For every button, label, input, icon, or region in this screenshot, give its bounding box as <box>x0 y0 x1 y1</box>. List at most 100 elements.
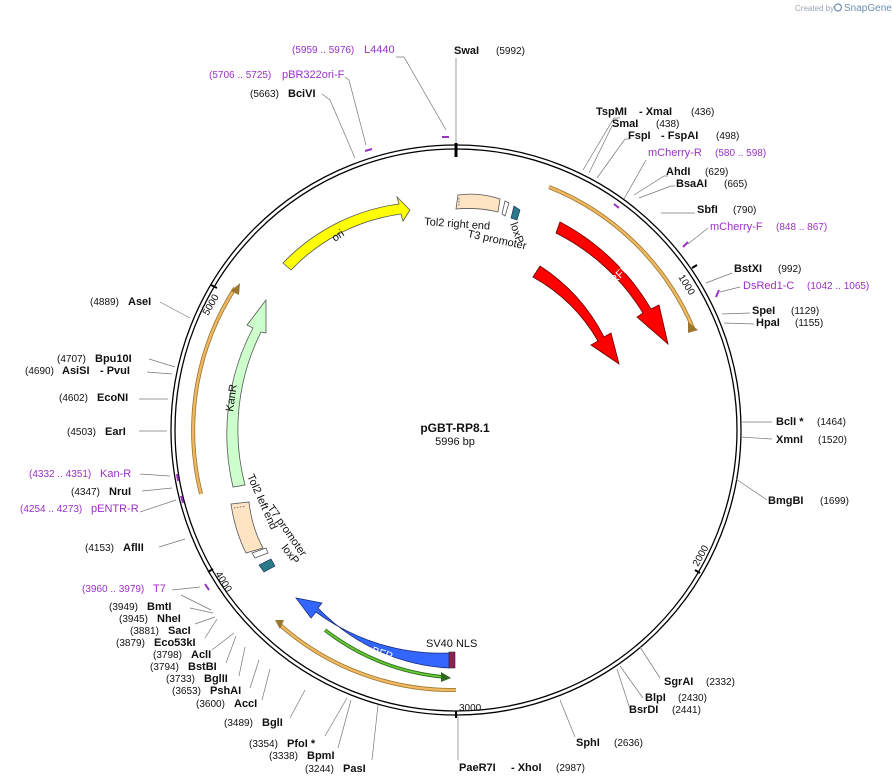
enzyme-swai[interactable]: SwaI (5992) <box>454 45 525 57</box>
svg-text:1000: 1000 <box>675 273 696 298</box>
svg-text:HpaI: HpaI <box>756 317 780 329</box>
enzyme-acci[interactable]: (3600) AccI <box>196 698 257 710</box>
svg-text:(992): (992) <box>778 264 801 275</box>
primer-dsred1-c[interactable]: DsRed1-C (1042 .. 1065) <box>715 280 869 298</box>
svg-text:(4254 .. 4273): (4254 .. 4273) <box>20 504 82 515</box>
svg-text:BmtI: BmtI <box>147 601 171 613</box>
enzyme-ahdi[interactable]: AhdI (629) <box>666 166 728 178</box>
enzyme-pfoi[interactable]: (3354) PfoI * <box>249 738 316 750</box>
scale-tick-3000: 3000 <box>455 703 482 718</box>
svg-text:(5959 .. 5976): (5959 .. 5976) <box>292 45 354 56</box>
primer-pentr-r[interactable]: (4254 .. 4273) pENTR-R <box>20 495 184 515</box>
enzyme-smai[interactable]: SmaI (438) <box>612 118 679 130</box>
svg-text:pENTR-R: pENTR-R <box>91 503 139 515</box>
svg-text:(3338): (3338) <box>269 751 298 762</box>
enzyme-blpi[interactable]: BlpI (2430) <box>645 692 707 704</box>
enzyme-bpmi[interactable]: (3338) BpmI <box>269 750 335 762</box>
feature-kanr[interactable]: KanR <box>224 298 267 488</box>
enzyme-bgli[interactable]: (3489) BglI <box>224 717 283 729</box>
enzyme-pshai[interactable]: (3653) PshAI <box>172 685 241 697</box>
primer-pbr322ori-f[interactable]: (5706 .. 5725) pBR322ori-F <box>209 69 373 152</box>
svg-text:mCherry-F: mCherry-F <box>710 221 763 233</box>
svg-text:T7: T7 <box>153 583 166 595</box>
orf-arrow-kanr-icon <box>231 283 240 295</box>
svg-text:SbfI: SbfI <box>697 204 718 216</box>
enzyme-sbfi[interactable]: SbfI (790) <box>697 204 756 216</box>
enzyme-tspmi-xmai[interactable]: TspMI - XmaI (436) <box>596 106 714 118</box>
svg-text:NheI: NheI <box>157 613 181 625</box>
svg-text:(1042 .. 1065): (1042 .. 1065) <box>807 281 869 292</box>
primer-kan-r[interactable]: (4332 .. 4351) Kan-R <box>29 468 179 482</box>
svg-text:(4347): (4347) <box>71 487 100 498</box>
svg-text:AhdI: AhdI <box>666 166 690 178</box>
enzyme-acli[interactable]: (3798) AclI <box>153 649 211 661</box>
svg-text:mCherry-R: mCherry-R <box>648 147 702 159</box>
svg-text:- XhoI: - XhoI <box>511 762 542 774</box>
loxp-bottom-icon[interactable] <box>258 558 276 573</box>
svg-text:(2441): (2441) <box>672 705 701 716</box>
svg-text:EarI: EarI <box>105 426 126 438</box>
loxp-top-icon[interactable] <box>510 205 521 221</box>
enzyme-bglii[interactable]: (3733) BglII <box>166 673 228 685</box>
enzyme-spei[interactable]: SpeI (1129) <box>752 305 819 317</box>
orf-arrow-green-icon <box>441 672 451 682</box>
feature-ori[interactable]: ori <box>282 195 411 271</box>
svg-text:(4332 .. 4351): (4332 .. 4351) <box>29 469 91 480</box>
svg-text:- XmaI: - XmaI <box>639 106 672 118</box>
enzyme-bstxi[interactable]: BstXI (992) <box>734 263 801 275</box>
primer-l4440[interactable]: (5959 .. 5976) L4440 <box>292 44 449 138</box>
enzyme-aflii[interactable]: (4153) AflII <box>85 542 144 554</box>
svg-text:L4440: L4440 <box>364 44 395 56</box>
enzyme-eari[interactable]: (4503) EarI <box>67 426 126 438</box>
enzyme-hpai[interactable]: HpaI (1155) <box>756 317 823 329</box>
enzyme-xmni[interactable]: XmnI (1520) <box>776 434 847 446</box>
primer-mcherry-r[interactable]: mCherry-R (580 .. 598) <box>613 147 766 209</box>
enzyme-eco53ki[interactable]: (3879) Eco53kI <box>116 637 196 649</box>
svg-text:(3960 .. 3979): (3960 .. 3979) <box>82 584 144 595</box>
feature-sv40-nls[interactable] <box>448 651 456 669</box>
enzyme-nrui[interactable]: (4347) NruI <box>71 486 131 498</box>
enzyme-bcivi[interactable]: (5663) BciVI <box>250 88 316 100</box>
enzyme-sphi[interactable]: SphI (2636) <box>576 737 643 749</box>
svg-text:BstBI: BstBI <box>188 661 217 673</box>
enzyme-sgrai[interactable]: SgrAI (2332) <box>664 676 735 688</box>
svg-text:(438): (438) <box>656 119 679 130</box>
enzyme-paer7i-xhoi[interactable]: PaeR7I - XhoI (2987) <box>459 762 585 774</box>
svg-text:(3244): (3244) <box>305 764 334 775</box>
svg-text:FspI: FspI <box>628 130 651 142</box>
enzyme-bsaai[interactable]: BsaAI (665) <box>676 178 747 190</box>
enzyme-pasi[interactable]: (3244) PasI <box>305 763 366 775</box>
primer-mcherry-f[interactable]: mCherry-F (848 .. 867) <box>682 221 827 248</box>
feature-tol2-right[interactable] <box>455 193 501 213</box>
enzyme-saci[interactable]: (3881) SacI <box>130 625 191 637</box>
enzyme-bpu10i[interactable]: (4707) Bpu10I <box>57 353 132 365</box>
svg-text:(4153): (4153) <box>85 543 114 554</box>
feature-tol2-left[interactable] <box>230 501 264 554</box>
enzyme-asisi-pvui[interactable]: (4690) AsiSI - PvuI <box>25 365 130 377</box>
svg-text:SacI: SacI <box>168 625 191 637</box>
enzyme-bstbi[interactable]: (3794) BstBI <box>150 661 217 673</box>
primer-t7[interactable]: (3960 .. 3979) T7 <box>82 583 210 595</box>
svg-text:(2987): (2987) <box>556 763 585 774</box>
orf-arc-mrfp1 <box>548 185 695 329</box>
plasmid-size: 5996 bp <box>435 436 475 448</box>
enzyme-bmgbi[interactable]: BmgBI (1699) <box>768 495 849 507</box>
svg-text:BglI: BglI <box>262 717 283 729</box>
svg-text:SwaI: SwaI <box>454 45 479 57</box>
enzyme-econi[interactable]: (4602) EcoNI <box>59 392 128 404</box>
orf-arc-mrfp1-inner <box>548 185 695 329</box>
enzyme-bcli[interactable]: BclI * (1464) <box>776 416 846 428</box>
brand-snapgene[interactable]: SnapGene <box>844 3 892 14</box>
svg-text:BstXI: BstXI <box>734 263 762 275</box>
svg-text:BclI *: BclI * <box>776 416 804 428</box>
svg-text:(1520): (1520) <box>818 435 847 446</box>
svg-text:TspMI: TspMI <box>596 106 627 118</box>
enzyme-bmti[interactable]: (3949) BmtI <box>109 601 171 613</box>
enzyme-leader-lines <box>139 58 773 761</box>
enzyme-asei[interactable]: (4889) AseI <box>90 296 151 308</box>
enzyme-fspi-fspai[interactable]: FspI - FspAI (498) <box>628 130 739 142</box>
t7-promoter-arrow-icon <box>251 547 269 559</box>
svg-text:ori: ori <box>330 228 347 245</box>
enzyme-bsrdi[interactable]: BsrDI (2441) <box>629 704 701 716</box>
enzyme-nhei[interactable]: (3945) NheI <box>119 613 181 625</box>
